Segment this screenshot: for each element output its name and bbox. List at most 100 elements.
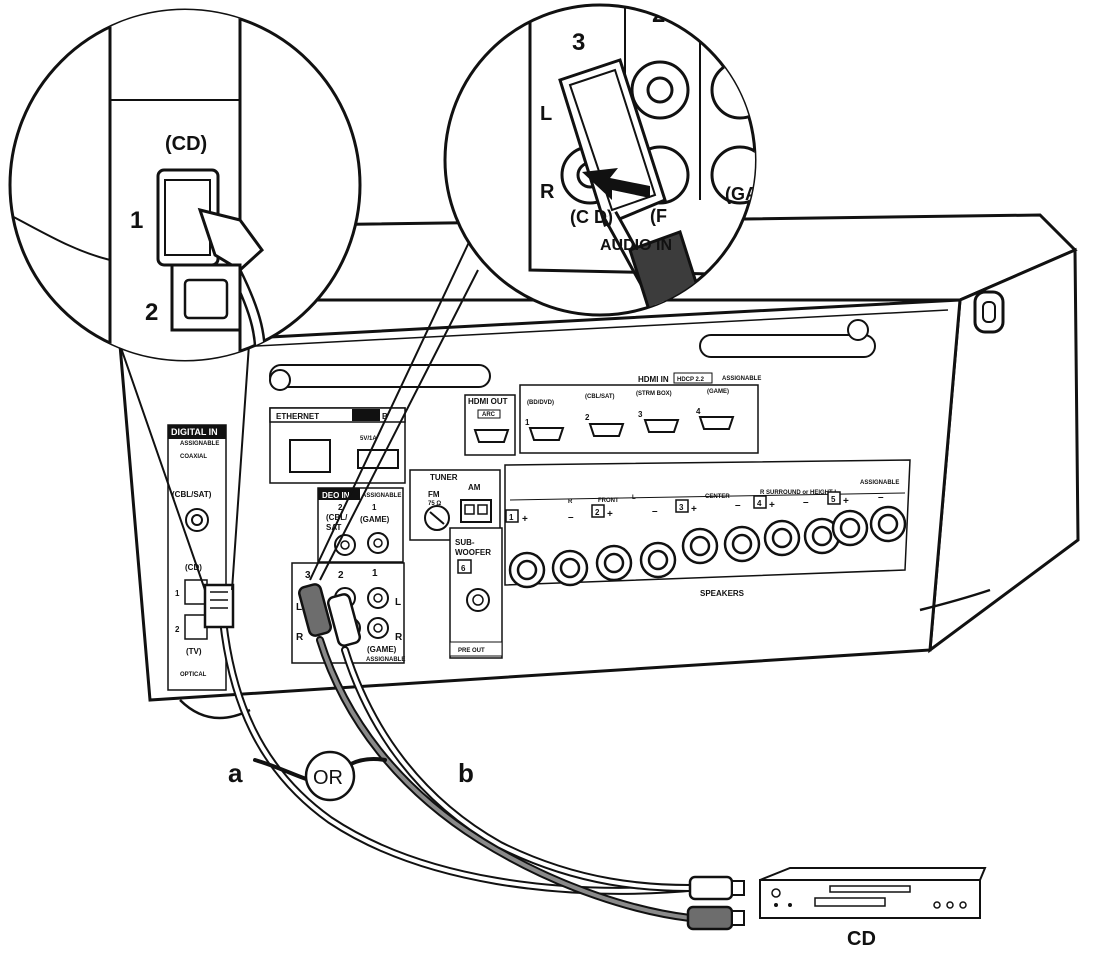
surround-label: R SURROUND or HEIGHT L bbox=[760, 490, 838, 496]
coax-input-label: (CBL/SAT) bbox=[172, 490, 212, 499]
fm-ohm-label: 75 Ω bbox=[428, 501, 441, 507]
hdmi-in-1-port bbox=[528, 427, 565, 441]
security-slot bbox=[973, 290, 1005, 334]
speaker-terminals: R FRONT L CENTER R SURROUND or HEIGHT L … bbox=[504, 459, 911, 598]
video-in-1-name: (GAME) bbox=[360, 515, 390, 524]
hdcp-label: HDCP 2.2 bbox=[677, 377, 705, 383]
audio-in-r: R bbox=[296, 632, 304, 643]
speaker-2-plus: + bbox=[607, 509, 613, 520]
center-label: CENTER bbox=[705, 494, 730, 500]
hdmi-in-1-num: 1 bbox=[525, 418, 530, 427]
am-label: AM bbox=[468, 483, 481, 492]
pre-out-label: PRE OUT bbox=[458, 648, 485, 654]
video-in-2-num: 2 bbox=[338, 503, 343, 512]
ethernet-port bbox=[289, 439, 331, 473]
optical-label: OPTICAL bbox=[180, 672, 207, 678]
video-in-assignable: ASSIGNABLE bbox=[362, 493, 401, 499]
hdmi-out-panel: HDMI OUT ARC bbox=[464, 394, 516, 456]
zoom-callout-optical: (CD) 1 2 bbox=[8, 8, 362, 591]
speaker-3-num: 3 bbox=[679, 503, 684, 512]
speaker-4-plus: + bbox=[769, 500, 775, 511]
rca-plug-white-cd bbox=[688, 875, 745, 901]
front-label: FRONT bbox=[598, 498, 619, 504]
audio-in-game: (GAME) bbox=[367, 645, 397, 654]
hdmi-in-3-name: (STRM BOX) bbox=[636, 391, 672, 397]
speaker-3-plus: + bbox=[691, 504, 697, 515]
fm-label: FM bbox=[428, 490, 440, 499]
hdmi-in-4-port bbox=[698, 416, 735, 430]
optical-1-num: 1 bbox=[175, 589, 180, 598]
audio-in-col3: 3 bbox=[305, 570, 311, 581]
audio-in-col1: 1 bbox=[372, 568, 378, 579]
video-in-2-name: (CBL/ bbox=[326, 513, 348, 522]
zoom-right-col3: 3 bbox=[572, 29, 585, 56]
coaxial-label: COAXIAL bbox=[180, 454, 207, 460]
hdmi-in-panel: HDMI IN HDCP 2.2 ASSIGNABLE (BD/DVD) 1 (… bbox=[519, 372, 761, 454]
zoom-right-l: L bbox=[540, 103, 552, 125]
zoom-right-r: R bbox=[540, 181, 555, 203]
optical-jack-2 bbox=[184, 614, 208, 640]
speakers-assignable: ASSIGNABLE bbox=[860, 480, 899, 486]
video-in-title: DEO IN bbox=[322, 491, 350, 500]
device-label: CD bbox=[847, 928, 876, 950]
front-r-label: R bbox=[568, 499, 573, 505]
optical-2-label: (TV) bbox=[186, 647, 202, 656]
or-label: OR bbox=[313, 767, 343, 789]
speaker-1-num: 1 bbox=[509, 513, 514, 522]
usb-label-partial: B bbox=[382, 412, 388, 421]
audio-in-l: L bbox=[296, 602, 302, 613]
cable-callouts: a OR b bbox=[228, 750, 474, 802]
insert-arrow-icon bbox=[582, 168, 650, 200]
audio-in-col2: 2 bbox=[338, 570, 344, 581]
antenna-right bbox=[699, 319, 876, 358]
subwoofer-panel: SUB- WOOFER 6 PRE OUT bbox=[449, 527, 503, 659]
speaker-2-num: 2 bbox=[595, 508, 600, 517]
hdmi-in-4-name: (GAME) bbox=[707, 389, 729, 395]
subwoofer-title2: WOOFER bbox=[455, 548, 491, 557]
hdmi-in-3-num: 3 bbox=[638, 410, 643, 419]
usb-rating: 5V/1A bbox=[360, 436, 377, 442]
audio-in-assignable: ASSIGNABLE bbox=[366, 657, 405, 663]
callout-b: b bbox=[458, 758, 474, 788]
or-badge bbox=[304, 750, 356, 802]
zoom-right-audio-in: AUDIO IN bbox=[600, 237, 672, 254]
hdmi-in-2-num: 2 bbox=[585, 413, 590, 422]
zoom-left-num1: 1 bbox=[130, 207, 143, 234]
speaker-2-minus: – bbox=[652, 506, 658, 517]
callout-a: a bbox=[228, 758, 243, 788]
tuner-title: TUNER bbox=[430, 473, 458, 482]
subwoofer-num: 6 bbox=[461, 564, 466, 573]
zoom-right-partial-p: (F bbox=[650, 206, 667, 226]
hdmi-out-port bbox=[473, 429, 510, 443]
cd-player: CD bbox=[759, 867, 987, 950]
zoom-left-cd-label: (CD) bbox=[165, 133, 207, 155]
speaker-1-plus: + bbox=[522, 514, 528, 525]
cables bbox=[218, 606, 704, 922]
hdmi-in-1-name: (BD/DVD) bbox=[527, 400, 554, 406]
network-panel: ETHERNET B 5V/1A bbox=[269, 407, 406, 484]
hdmi-in-title: HDMI IN bbox=[638, 375, 669, 384]
speaker-4-minus: – bbox=[803, 497, 809, 508]
speaker-3-minus: – bbox=[735, 500, 741, 511]
speaker-4-num: 4 bbox=[757, 499, 762, 508]
speaker-5-minus: – bbox=[878, 492, 884, 503]
optical-plug-receiver bbox=[203, 583, 235, 629]
audio-in-l-right: L bbox=[395, 597, 401, 608]
hdmi-in-4-num: 4 bbox=[696, 407, 701, 416]
digital-in-assignable: ASSIGNABLE bbox=[180, 441, 219, 447]
hdmi-in-3-port bbox=[643, 419, 680, 433]
hdmi-in-assignable: ASSIGNABLE bbox=[722, 376, 761, 382]
digital-in-panel: DIGITAL IN ASSIGNABLE COAXIAL (CBL/SAT) … bbox=[167, 424, 227, 691]
ethernet-label: ETHERNET bbox=[276, 412, 319, 421]
hdmi-out-title: HDMI OUT bbox=[468, 397, 508, 406]
speakers-label: SPEAKERS bbox=[700, 589, 745, 598]
video-in-1-num: 1 bbox=[372, 503, 377, 512]
zoom-right-partial-ga: (GA bbox=[725, 184, 758, 204]
subwoofer-title: SUB- bbox=[455, 538, 475, 547]
digital-in-title: DIGITAL IN bbox=[171, 427, 218, 437]
speaker-5-plus: + bbox=[843, 496, 849, 507]
zoom-left-num2: 2 bbox=[145, 299, 158, 326]
audio-in-r-right: R bbox=[395, 632, 403, 643]
optical-1-label: (CD) bbox=[185, 563, 202, 572]
